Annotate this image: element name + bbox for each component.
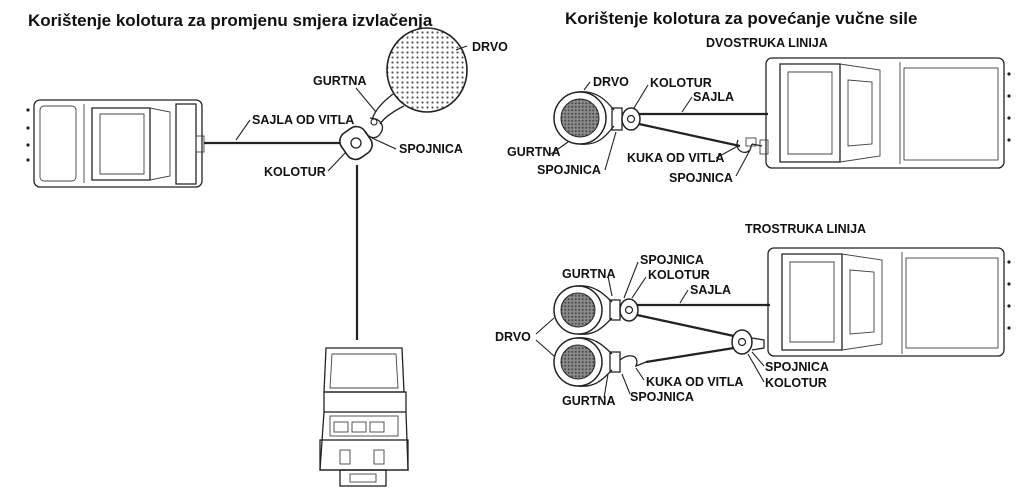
label-kolotur-triple-top: KOLOTUR <box>648 268 710 282</box>
cable-triple-3 <box>645 346 735 364</box>
tree-triple-top <box>553 285 613 335</box>
label-kolotur-double: KOLOTUR <box>650 76 712 90</box>
label-spojnica-double-right: SPOJNICA <box>669 171 733 185</box>
left-panel: DRVO GURTNA SAJLA OD VITLA SPOJNICA KOLO… <box>26 27 508 487</box>
label-spojnica-triple-top: SPOJNICA <box>640 253 704 267</box>
double-line-section: DVOSTRUKA LINIJA <box>507 36 1011 185</box>
tree-triple-bottom <box>553 337 613 387</box>
label-gurtna-double: GURTNA <box>507 145 560 159</box>
tree-left <box>371 27 468 125</box>
cable-triple-2 <box>636 313 735 338</box>
label-kolotur-left: KOLOTUR <box>264 165 326 179</box>
label-kolotur-triple-right: KOLOTUR <box>765 376 827 390</box>
vehicle-triple <box>767 247 1011 357</box>
vehicle-double <box>759 57 1011 169</box>
pulley-triple-right <box>731 329 765 355</box>
label-gurtna-left: GURTNA <box>313 74 366 88</box>
label-drvo-double: DRVO <box>593 75 629 89</box>
label-spojnica-double-left: SPOJNICA <box>537 163 601 177</box>
label-sajla-od-vitla: SAJLA OD VITLA <box>252 113 354 127</box>
label-spojnica-triple-right: SPOJNICA <box>765 360 829 374</box>
left-panel-title: Korištenje kolotura za promjenu smjera i… <box>28 11 433 30</box>
label-kuka-od-vitla-double: KUKA OD VITLA <box>627 151 724 165</box>
label-sajla-double: SAJLA <box>693 90 734 104</box>
label-sajla-triple: SAJLA <box>690 283 731 297</box>
label-drvo-left: DRVO <box>472 40 508 54</box>
label-spojnica-triple-bottom: SPOJNICA <box>630 390 694 404</box>
cable-double-bottom <box>638 122 741 148</box>
tree-double <box>553 91 615 145</box>
label-gurtna-triple-bottom: GURTNA <box>562 394 615 408</box>
label-gurtna-triple-top: GURTNA <box>562 267 615 281</box>
triple-line-heading: TROSTRUKA LINIJA <box>745 222 866 236</box>
hook-triple-bottom <box>609 351 647 373</box>
label-drvo-triple: DRVO <box>495 330 531 344</box>
pulley-double <box>611 107 641 131</box>
right-panel-title: Korištenje kolotura za povećanje vučne s… <box>565 9 917 28</box>
pulley-block-left <box>339 117 384 161</box>
triple-line-section: TROSTRUKA LINIJA <box>495 222 1011 408</box>
vehicle-bottom <box>319 347 409 487</box>
pulley-triple-top <box>609 298 639 322</box>
label-spojnica-left: SPOJNICA <box>399 142 463 156</box>
label-kuka-od-vitla-triple: KUKA OD VITLA <box>646 375 743 389</box>
vehicle-left <box>26 99 205 188</box>
double-line-heading: DVOSTRUKA LINIJA <box>706 36 828 50</box>
